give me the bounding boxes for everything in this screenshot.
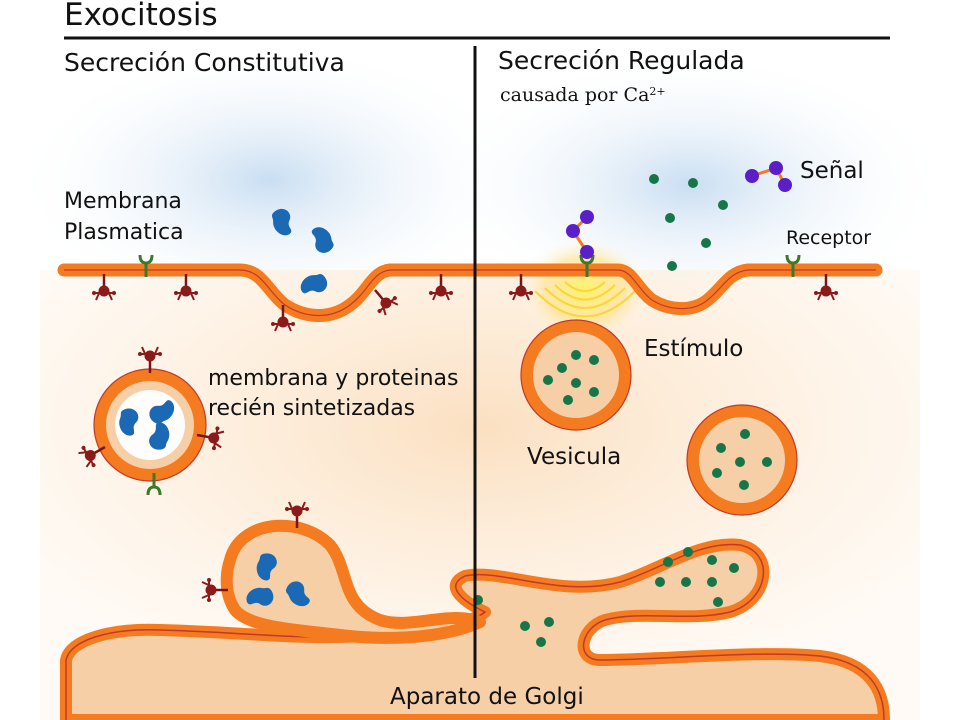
plasma-membrane-edge [64,269,876,317]
diagram-title: Exocitosis [64,0,218,33]
new-material-label-line2: recién sintetizadas [208,396,416,421]
constitutive-vesicle [75,345,226,497]
signal-molecule [745,161,792,192]
plasma-membrane-label-line2: Plasmatica [64,220,184,245]
secretory-vesicle-free [686,404,798,516]
subheading-text: causada por Ca [500,84,650,106]
receptor-label: Receptor [786,227,872,249]
regulated-secretion-heading: Secreción Regulada [498,46,745,75]
new-material-label: membrana y proteinas recién sintetizadas [208,364,508,424]
vesicle-label: Vesicula [527,444,622,470]
new-material-label-line1: membrana y proteinas [208,366,459,391]
stimulus-label: Estímulo [644,336,744,362]
secretory-vesicle-docked [520,319,632,431]
stimulus-waves [534,281,636,318]
regulated-secretion-subheading: causada por Ca2+ [500,86,666,105]
subheading-superscript: 2+ [649,85,666,98]
signal-label: Señal [800,158,864,184]
golgi-granules [473,547,739,647]
golgi-bud-constitutive [220,519,486,644]
plasma-membrane-label-line1: Membrana [64,189,182,214]
constitutive-secretion-heading: Secreción Constitutiva [64,48,345,77]
golgi-label: Aparato de Golgi [390,684,584,710]
extracellular-space-left [10,40,530,320]
secreted-granules [649,174,728,271]
bound-signal-molecule [566,210,594,259]
